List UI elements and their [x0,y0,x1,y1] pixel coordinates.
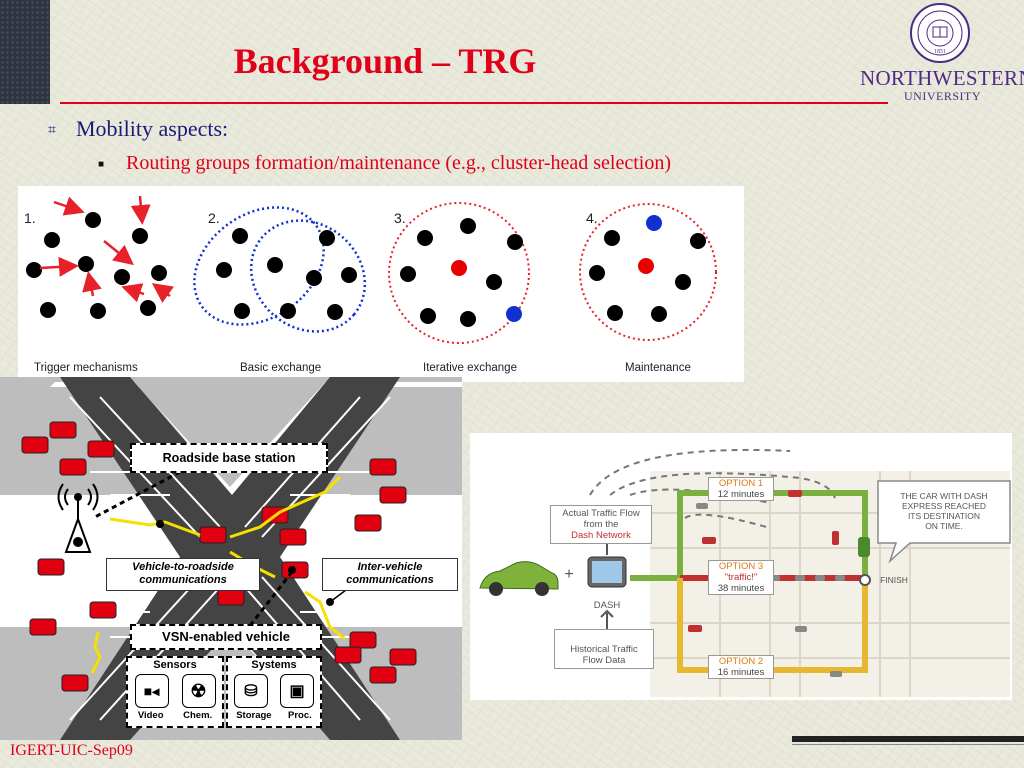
actual-line-3: Dash Network [571,530,631,541]
option-2-detail: 16 minutes [717,667,765,678]
inter-vehicle-label: Inter-vehicle communications [322,558,458,591]
sensors-title: Sensors [153,659,197,671]
step-4-label: Maintenance [625,362,691,374]
bullet-level-2: ■ Routing groups formation/maintenance (e… [98,152,671,175]
bubble-line-3: ITS DESTINATION [907,511,981,521]
step-3-label: Iterative exchange [423,362,517,374]
step-1-label: Trigger mechanisms [34,362,138,374]
option-1-box: OPTION 1 12 minutes [708,477,774,501]
seal-year: 1851 [934,49,946,55]
option-1-name: OPTION 1 [718,478,764,489]
step-2-number: 2. [208,210,220,226]
option-3-note: "traffic!" [724,572,758,583]
logo-name: NORTHWESTERN [860,66,1024,90]
step-3-iterative-exchange [388,202,530,344]
sensors-box: Sensors ■◂ ☢ Video Chem. [126,656,224,728]
speech-bubble-text: THE CAR WITH DASH EXPRESS REACHED ITS DE… [880,491,1008,531]
logo-subtitle: UNIVERSITY [904,89,981,103]
bullet-2-text: Routing groups formation/maintenance (e.… [126,152,671,174]
proc-label: Proc. [288,710,312,721]
footer-rule [792,744,1024,745]
bubble-line-2: EXPRESS REACHED [901,501,987,511]
northwestern-logo: 1851 NORTHWESTERN UNIVERSITY [856,0,1024,106]
step-3-number: 3. [394,210,406,226]
step-1-number: 1. [24,210,36,226]
footer-text: IGERT-UIC-Sep09 [10,742,133,759]
actual-traffic-box: Actual Traffic Flow from the Dash Networ… [550,505,652,544]
radiation-icon: ☢ [181,674,216,708]
video-label: Video [137,710,164,721]
step-4-maintenance [579,203,717,341]
video-camera-icon: ■◂ [134,674,169,708]
bullet-square-icon: ■ [98,158,105,170]
title-underline [60,102,888,104]
bullet-hash-icon: ⌗ [48,122,56,138]
slide-title: Background – TRG [233,41,537,81]
actual-line-1: Actual Traffic Flow [562,508,640,519]
systems-box: Systems ⛁ ▣ Storage Proc. [226,656,322,728]
option-3-name: OPTION 3 [718,561,764,572]
clustering-steps-svg [26,195,717,344]
option-3-detail: 38 minutes [717,583,765,594]
roadside-base-station-label: Roadside base station [130,443,328,473]
vsn-vehicle-label: VSN-enabled vehicle [130,624,322,650]
processor-chip-icon: ▣ [280,674,314,708]
storage-disk-icon: ⛁ [234,674,268,708]
dash-device-icon [587,531,627,631]
actual-line-2: from the [583,519,619,530]
historical-traffic-box: Historical Traffic Flow Data [554,629,654,669]
option-3-box: OPTION 3 "traffic!" 38 minutes [708,560,774,595]
step-2-label: Basic exchange [240,362,322,374]
step-1-trigger [26,195,175,319]
bullet-1-text: Mobility aspects: [76,116,229,141]
step-4-number: 4. [586,210,598,226]
step-2-basic-exchange [193,206,367,333]
green-car-icon [479,561,559,596]
hist-line-2: Flow Data [582,655,626,666]
corner-texture-bar [0,0,50,104]
chem-label: Chem. [183,710,213,721]
university-seal-icon: 1851 [910,3,970,63]
clustering-steps-figure: 1. 2. 3. 4. Trigger mechanisms Basic exc… [18,186,744,382]
base-station-icon [57,483,99,553]
systems-title: Systems [251,659,297,671]
option-2-box: OPTION 2 16 minutes [708,655,774,679]
finish-label: FINISH [880,575,908,585]
vehicular-network-figure: Roadside base station Vehicle-to-roadsid… [0,377,462,740]
plus-sign: + [564,566,574,583]
v2r-label: Vehicle-to-roadside communications [106,558,260,591]
footer-bar [792,736,1024,742]
dash-routing-figure: Actual Traffic Flow from the Dash Networ… [470,433,1012,700]
hist-line-1: Historical Traffic [570,644,638,655]
option-2-name: OPTION 2 [718,656,764,667]
bubble-line-1: THE CAR WITH DASH [900,491,988,501]
dash-label: DASH [593,600,621,611]
storage-label: Storage [236,710,272,721]
bubble-line-4: ON TIME. [925,521,963,531]
bullet-level-1: ⌗ Mobility aspects: [48,116,228,142]
option-1-detail: 12 minutes [717,489,765,500]
